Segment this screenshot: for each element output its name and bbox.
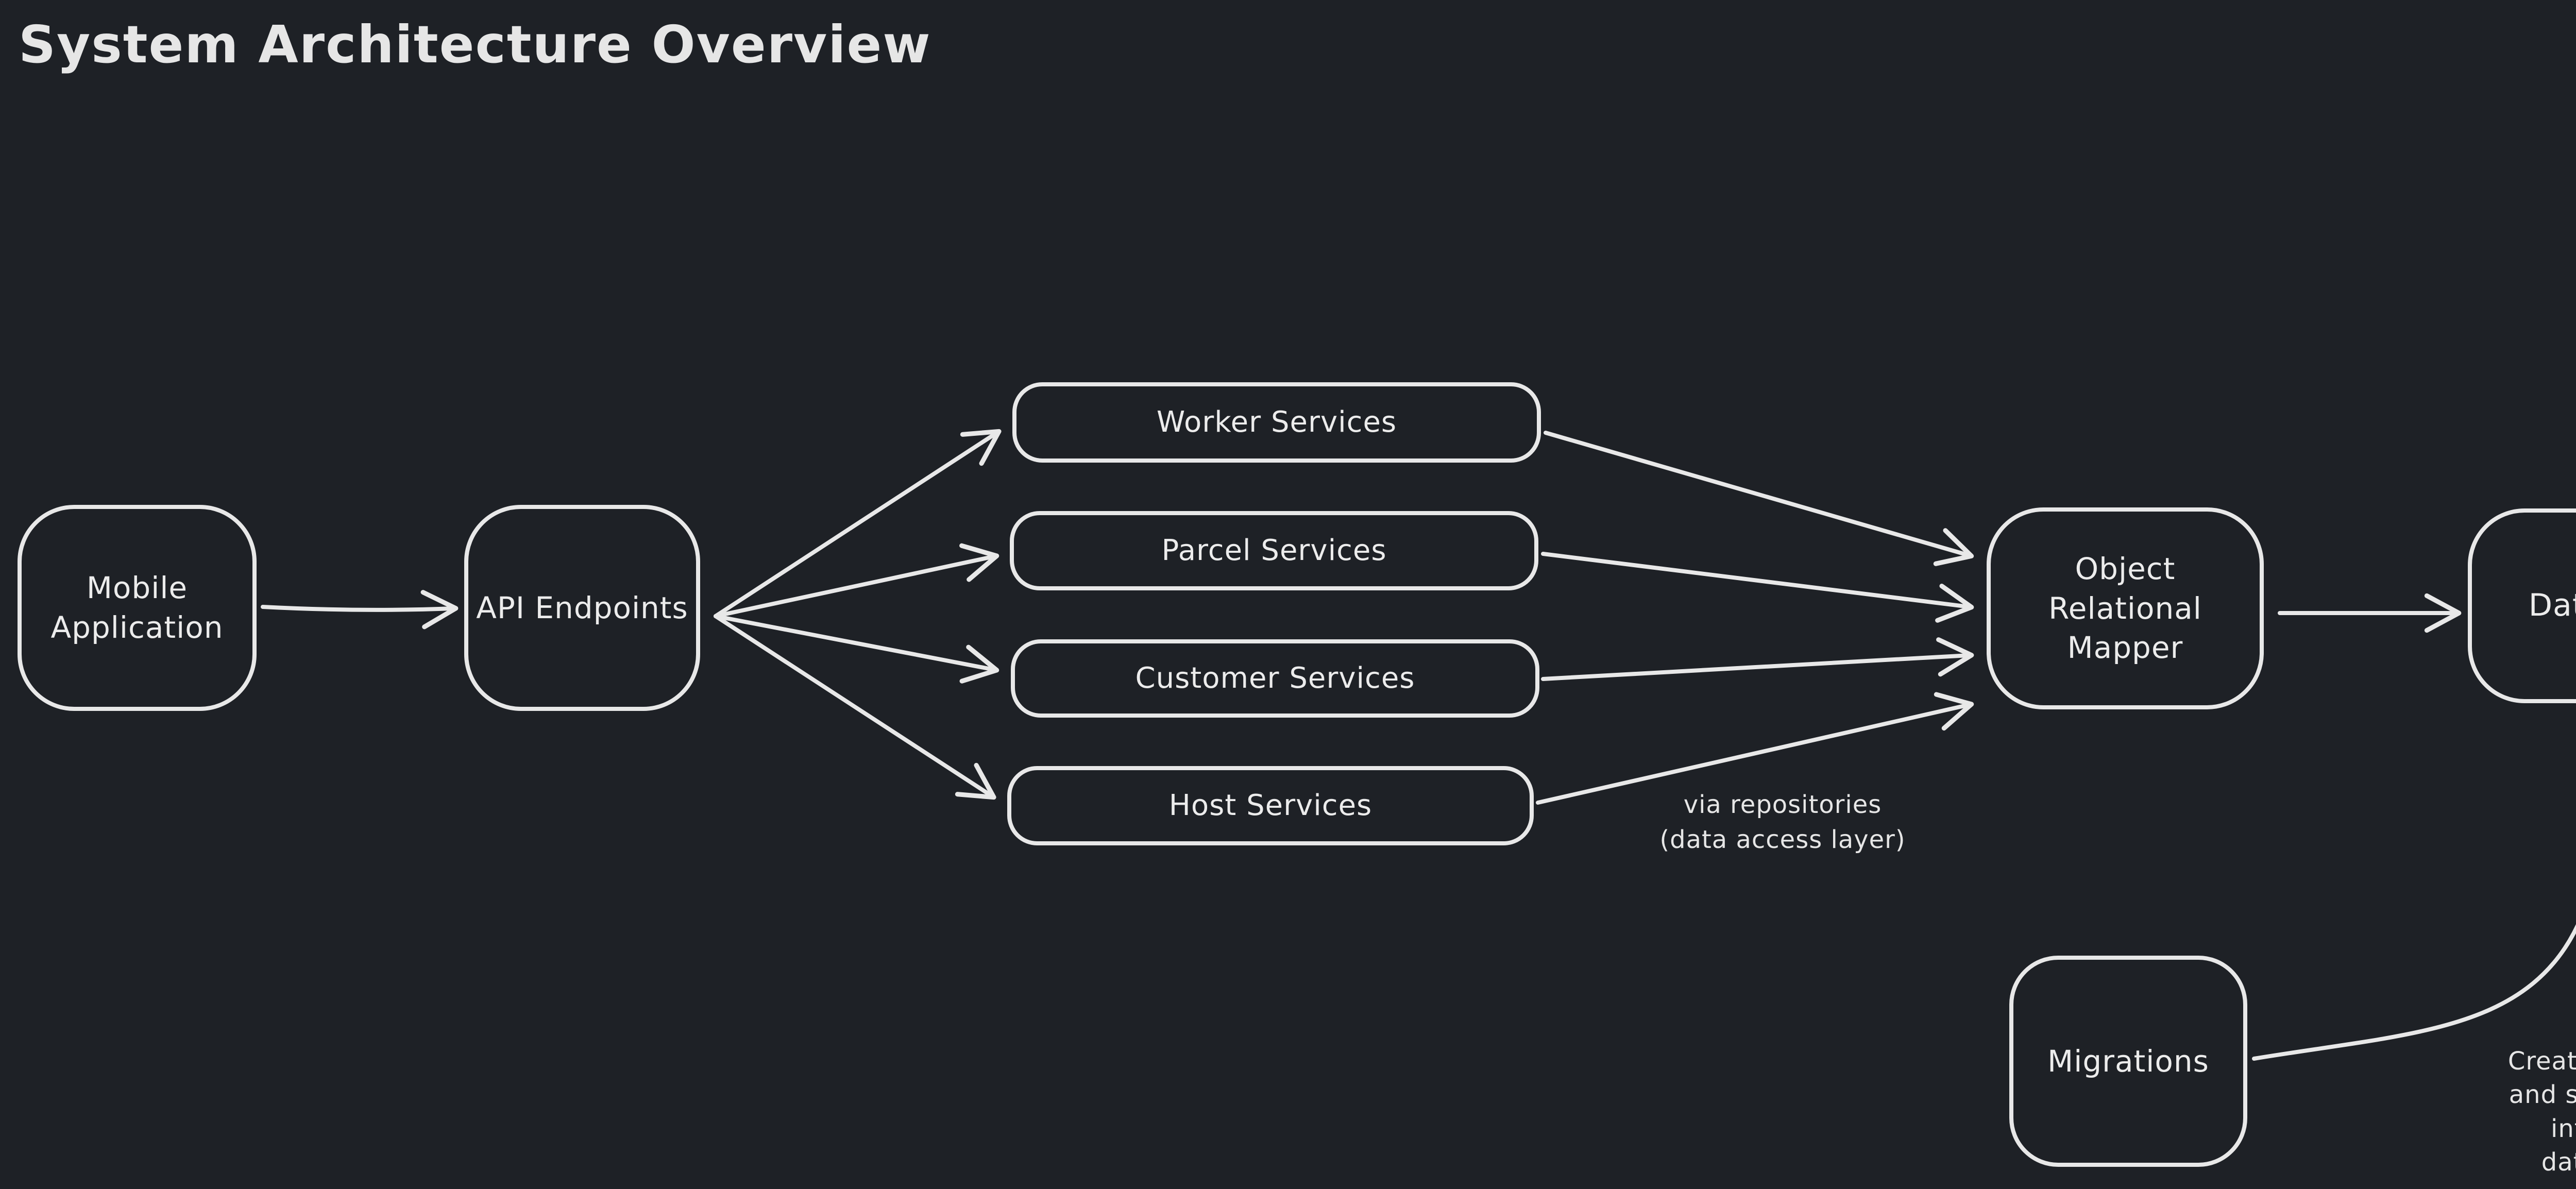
edge-mobile-to-api [261,590,459,630]
node-migrations[interactable]: Migrations [2009,956,2247,1167]
edge-api-to-customer [714,614,999,684]
edge-customer-to-orm [1541,637,1974,681]
page-title: System Architecture Overview [19,14,931,75]
node-mobile-application[interactable]: Mobile Application [18,505,257,711]
edge-migrations-to-database [2252,924,2576,1061]
node-database-label: Database [2528,587,2576,624]
node-parcel-services-label: Parcel Services [1161,534,1387,568]
edge-api-to-parcel [714,543,999,618]
edge-api-to-host [714,614,996,800]
annotation-creates-tables: Creates tables and seed data into the da… [2507,1047,2576,1177]
node-object-relational-mapper-label: Object Relational Mapper [2048,551,2202,666]
node-api-endpoints-label: API Endpoints [476,590,688,625]
edge-worker-to-orm [1544,431,1974,566]
node-host-services[interactable]: Host Services [1007,766,1534,845]
node-parcel-services[interactable]: Parcel Services [1010,511,1538,590]
node-mobile-application-label: Mobile Application [50,570,224,645]
node-database[interactable]: Database [2468,508,2576,703]
node-customer-services-label: Customer Services [1135,661,1415,695]
node-customer-services[interactable]: Customer Services [1011,639,1539,718]
node-migrations-label: Migrations [2047,1043,2209,1079]
edge-parcel-to-orm [1541,552,1974,623]
edge-api-to-worker [714,429,1002,618]
node-worker-services-label: Worker Services [1156,405,1397,439]
node-object-relational-mapper[interactable]: Object Relational Mapper [1987,507,2264,709]
node-worker-services[interactable]: Worker Services [1012,382,1541,463]
node-host-services-label: Host Services [1168,789,1372,823]
annotation-via-repositories: via repositories (data access layer) [1659,790,1906,855]
edge-host-to-orm [1536,692,1974,805]
node-api-endpoints[interactable]: API Endpoints [464,505,700,711]
